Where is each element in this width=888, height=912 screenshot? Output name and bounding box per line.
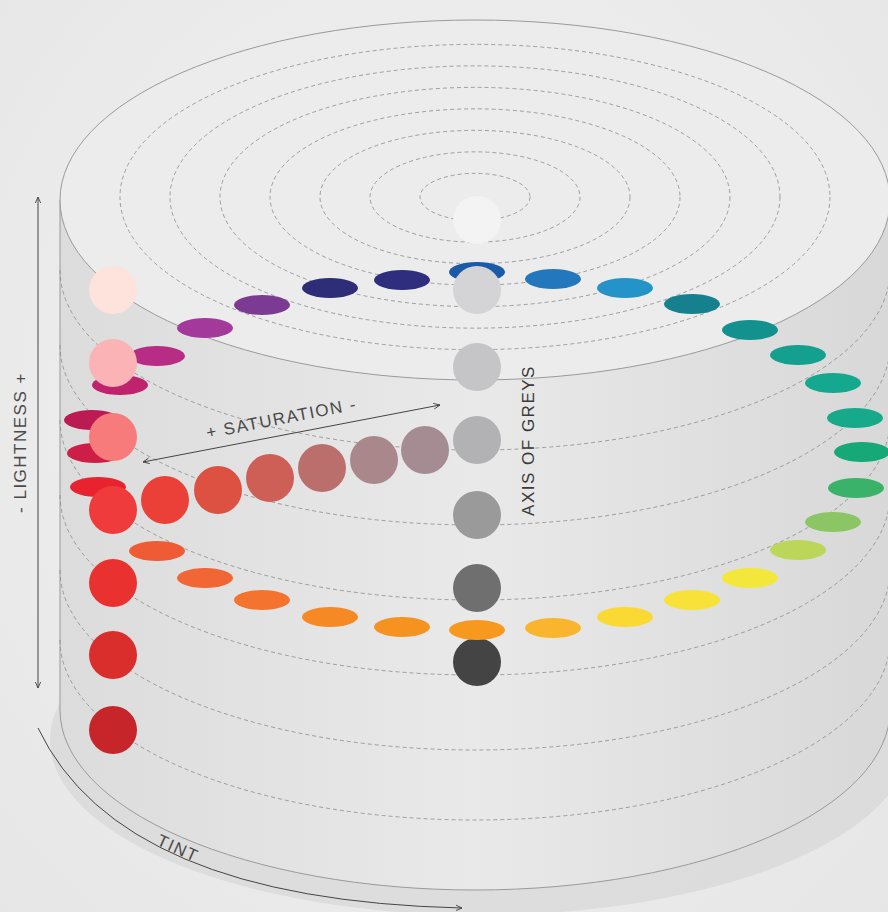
hue-dot xyxy=(129,541,185,561)
saturation-dot xyxy=(350,436,398,484)
hue-dot xyxy=(597,607,653,627)
tint-arrow xyxy=(38,728,462,908)
hue-dot xyxy=(374,617,430,637)
top-ring xyxy=(120,44,830,349)
hue-dot xyxy=(805,373,861,393)
lightness-dot xyxy=(89,266,137,314)
hue-dot xyxy=(525,269,581,289)
grey-dot xyxy=(453,266,501,314)
hue-dot xyxy=(177,568,233,588)
lightness-dot xyxy=(89,413,137,461)
grey-dot xyxy=(453,196,501,244)
grey-dot xyxy=(453,416,501,464)
hue-dot xyxy=(664,294,720,314)
hue-dot xyxy=(834,442,888,462)
hue-dot xyxy=(827,408,883,428)
hue-dot xyxy=(374,270,430,290)
axis-label: AXIS OF GREYS xyxy=(520,365,537,516)
hue-dot xyxy=(302,607,358,627)
lightness-dot xyxy=(89,706,137,754)
top-ring xyxy=(320,130,630,263)
saturation-dot xyxy=(194,466,242,514)
top-ring xyxy=(270,109,680,285)
grey-dot xyxy=(453,343,501,391)
hue-dot xyxy=(177,318,233,338)
lightness-dot xyxy=(89,486,137,534)
hue-dot xyxy=(722,568,778,588)
grey-dot xyxy=(453,564,501,612)
hue-dot xyxy=(129,346,185,366)
hue-dot xyxy=(770,345,826,365)
hue-dot xyxy=(234,590,290,610)
hue-dot xyxy=(302,278,358,298)
hue-dot xyxy=(805,512,861,532)
lightness-label: - LIGHTNESS + xyxy=(12,372,29,513)
lightness-dot xyxy=(89,339,137,387)
hue-dot xyxy=(449,620,505,640)
hue-dot xyxy=(525,618,581,638)
saturation-dot xyxy=(401,426,449,474)
lightness-dot xyxy=(89,631,137,679)
saturation-dot xyxy=(246,454,294,502)
top-ring xyxy=(170,66,780,328)
hue-dot xyxy=(828,478,884,498)
lightness-arrow xyxy=(38,197,39,688)
hue-dot xyxy=(234,295,290,315)
saturation-dot xyxy=(141,476,189,524)
grey-dot xyxy=(453,638,501,686)
grey-dot xyxy=(453,491,501,539)
hue-dot xyxy=(770,540,826,560)
hue-dot xyxy=(722,320,778,340)
lightness-dot xyxy=(89,559,137,607)
hue-dot xyxy=(597,278,653,298)
hue-dot xyxy=(664,590,720,610)
saturation-dot xyxy=(298,444,346,492)
